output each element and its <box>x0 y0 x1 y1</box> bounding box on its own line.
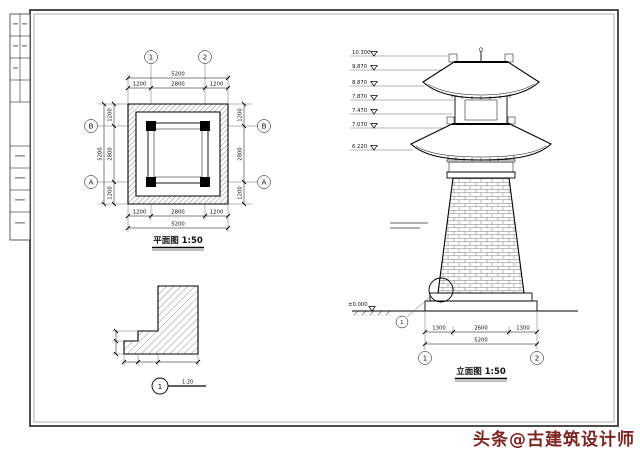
level-label: 9.870 <box>352 64 368 70</box>
axis-bubble <box>530 351 544 365</box>
detail-section: 1 1:20 <box>112 285 206 395</box>
upper-window <box>464 99 498 121</box>
title-strip <box>9 13 31 241</box>
axis-label: B <box>262 123 267 131</box>
dim-label: 5200 <box>474 338 488 344</box>
plan-columns <box>146 121 210 187</box>
dim-label: 5200 <box>171 222 185 228</box>
level-label: 7.870 <box>352 94 368 100</box>
plan-dim-bottom: 1200 2800 1200 5200 <box>125 204 231 232</box>
dim-label: 1200 <box>238 108 244 122</box>
detail-callout: 1 <box>395 277 454 329</box>
axis-label: 1 <box>423 355 427 363</box>
elevation-view: 10.300 9.870 8.870 7.870 7.470 7.070 6.2… <box>348 47 578 382</box>
plan-title: 平面图 1:50 <box>152 236 204 251</box>
dim-label: 2800 <box>238 147 244 161</box>
axis-bubble <box>144 50 158 64</box>
detail-bubble: 1 1:20 <box>151 377 206 395</box>
dim-label: 1200 <box>133 210 147 216</box>
dim-label: 1200 <box>238 186 244 200</box>
tower-elevation: ±0.000 <box>348 47 578 329</box>
dim-label: 2800 <box>108 147 114 161</box>
axis-bubble <box>84 119 98 133</box>
axis-bubble <box>84 175 98 189</box>
dim-label: 1200 <box>108 186 114 200</box>
elevation-levels: 10.300 9.870 8.870 7.870 7.470 7.070 6.2… <box>350 50 455 151</box>
watermark-text: 头条@古建筑设计师 <box>473 430 635 450</box>
level-label: 6.220 <box>352 144 368 150</box>
detail-scale: 1:20 <box>182 380 193 386</box>
ground-level-label: ±0.000 <box>348 302 368 308</box>
dim-label: 1300 <box>516 326 530 332</box>
axis-label: A <box>262 179 267 187</box>
dim-label: 1200 <box>210 82 224 88</box>
axis-label: 2 <box>535 355 539 363</box>
axis-bubble <box>257 175 271 189</box>
dim-label: 5200 <box>171 72 185 78</box>
plan-dim-left: 1200 2800 1200 5200 B A <box>84 101 128 207</box>
plan-dim-right: 1200 2800 1200 B A <box>228 101 271 207</box>
tower-shaft <box>437 177 525 294</box>
axis-label: 2 <box>203 54 207 62</box>
axis-bubble <box>257 119 271 133</box>
dim-label: 1200 <box>133 82 147 88</box>
dim-label: 2800 <box>171 82 185 88</box>
svg-text:立面图 1:50: 立面图 1:50 <box>456 366 506 377</box>
ridge-ornament-right <box>504 53 514 63</box>
detail-number: 1 <box>158 383 162 391</box>
callout-number: 1 <box>400 320 403 326</box>
plan-view: 1200 2800 1200 5200 1 2 1200 2800 1200 5… <box>84 50 271 251</box>
elevation-title: 立面图 1:50 <box>455 366 507 382</box>
axis-label: A <box>89 179 94 187</box>
dim-label: 2600 <box>474 326 488 332</box>
dim-label: 1200 <box>108 108 114 122</box>
axis-bubble <box>198 50 212 64</box>
level-label: 8.870 <box>352 80 368 86</box>
dim-label: 1300 <box>432 326 446 332</box>
sheet-frame <box>29 9 619 427</box>
level-label: 10.300 <box>352 50 371 56</box>
ridge-ornament-left <box>448 53 458 63</box>
dim-label: 2800 <box>171 210 185 216</box>
plan-dim-top: 1200 2800 1200 5200 1 2 <box>125 50 231 104</box>
elevation-dim-bottom: 1300 2600 1300 5200 1 2 <box>418 312 544 365</box>
svg-text:平面图 1:50: 平面图 1:50 <box>153 236 203 246</box>
axis-bubble <box>418 351 432 365</box>
axis-label: B <box>89 123 94 131</box>
annotation-note <box>390 222 428 229</box>
level-label: 7.470 <box>352 108 368 114</box>
level-label: 7.070 <box>352 122 368 128</box>
dim-label: 5200 <box>98 147 104 161</box>
axis-label: 1 <box>149 54 153 62</box>
top-roof <box>422 47 540 100</box>
dim-label: 1200 <box>210 210 224 216</box>
